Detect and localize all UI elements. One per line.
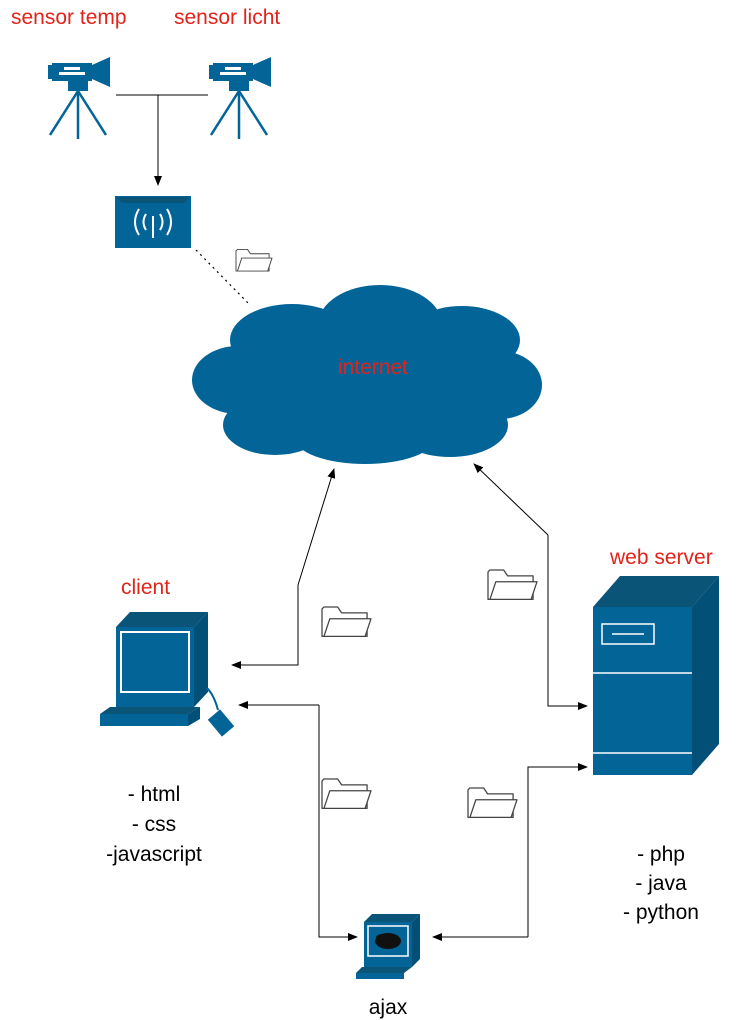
folder-icon xyxy=(321,778,372,809)
web-server-label: web server xyxy=(609,546,713,569)
internet-label: internet xyxy=(338,356,408,379)
ajax-web-client-icon xyxy=(356,914,420,979)
web-server-tower-icon xyxy=(593,576,719,775)
edge-internet-client xyxy=(231,585,299,669)
server-tech-java: - java xyxy=(635,872,687,895)
ajax-label: ajax xyxy=(369,996,408,1019)
sensor-temp-camera-icon xyxy=(46,55,112,141)
edge-sensors-to-ap xyxy=(116,94,208,186)
wireless-access-point-icon xyxy=(115,196,191,248)
edge-client-ajax xyxy=(318,705,358,941)
edge-ap-to-internet xyxy=(195,249,251,306)
client-label: client xyxy=(121,576,170,599)
edge-internet-server xyxy=(547,535,588,710)
server-tech-python: - python xyxy=(623,901,699,924)
folder-icon xyxy=(467,787,518,818)
folder-icon xyxy=(235,248,273,272)
sensor-temp-label: sensor temp xyxy=(11,6,127,29)
sensor-licht-label: sensor licht xyxy=(174,6,280,29)
client-tech-css: - css xyxy=(132,813,176,836)
client-workstation-icon xyxy=(100,612,235,737)
internet-cloud-icon xyxy=(192,285,542,464)
server-tech-php: - php xyxy=(637,843,685,866)
client-tech-javascript: -javascript xyxy=(106,843,202,866)
client-tech-html: - html xyxy=(128,783,181,806)
folder-icon xyxy=(487,569,538,600)
sensor-licht-camera-icon xyxy=(207,55,273,141)
folder-icon xyxy=(321,606,372,637)
edge-ajax-server xyxy=(527,763,588,937)
